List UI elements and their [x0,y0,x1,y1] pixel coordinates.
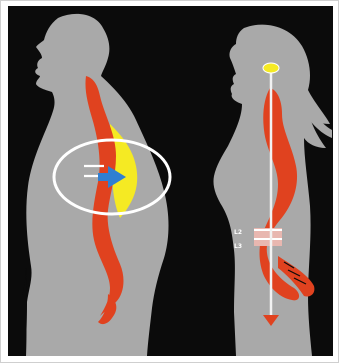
spine-illustration: L2 L3 [8,6,333,356]
left-figure [22,14,170,356]
right-figure: L2 L3 [213,25,332,356]
plumb-line-top-marker [263,63,279,73]
illustration-canvas: L2 L3 [8,6,333,356]
vertebra-label-l3: L3 [234,243,242,250]
vertebra-label-l2: L2 [234,229,242,236]
left-body-silhouette [26,14,169,356]
